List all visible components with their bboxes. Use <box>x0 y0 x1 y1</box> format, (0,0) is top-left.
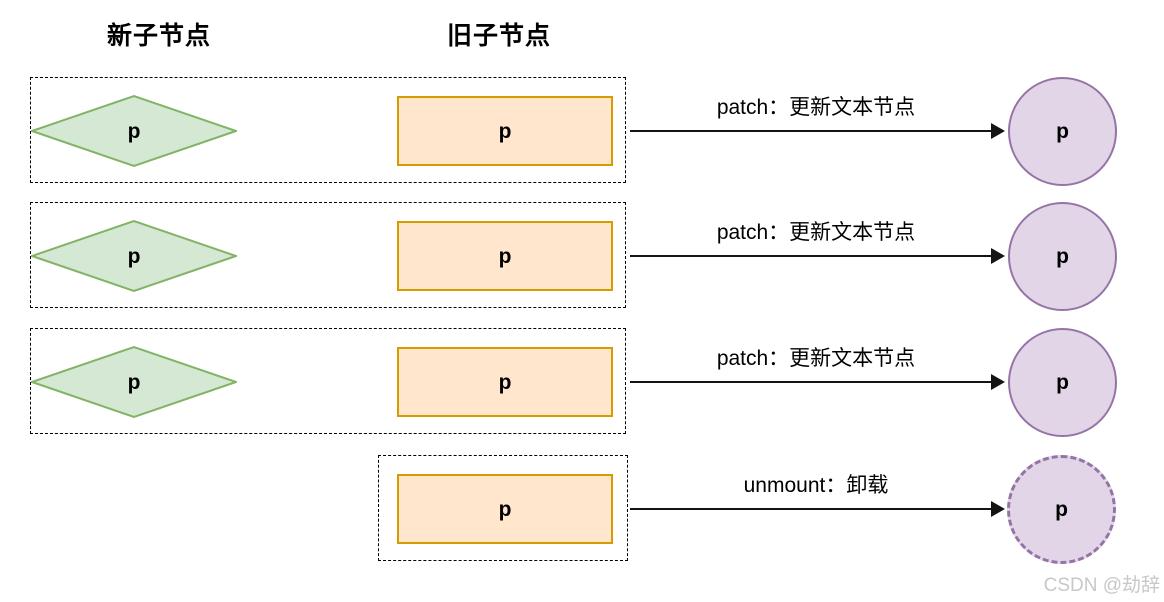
result-node-label: p <box>1055 498 1068 521</box>
new-node-label: p <box>127 119 141 143</box>
patch-arrow <box>630 248 1005 264</box>
old-node-label: p <box>498 497 512 521</box>
node-pair-group-box <box>30 77 626 183</box>
old-child-rect: p <box>397 221 613 291</box>
result-node-label: p <box>1056 120 1069 143</box>
result-node-circle: p <box>1008 77 1117 186</box>
diff-row-4: p unmount：卸载 p <box>0 455 1164 564</box>
new-node-label: p <box>127 244 141 268</box>
unmount-arrow <box>630 501 1005 517</box>
node-pair-group-box <box>30 202 626 308</box>
diff-row-1: p p patch：更新文本节点 p <box>0 77 1164 186</box>
column-header-new-children: 新子节点 <box>107 22 212 50</box>
result-node-label: p <box>1056 371 1069 394</box>
result-node-circle: p <box>1008 202 1117 311</box>
new-node-label: p <box>127 370 141 394</box>
patch-arrow <box>630 374 1005 390</box>
patch-action-label: patch：更新文本节点 <box>716 221 916 244</box>
old-child-rect: p <box>397 347 613 417</box>
old-node-label: p <box>498 370 512 394</box>
old-node-label: p <box>498 119 512 143</box>
result-node-label: p <box>1056 245 1069 268</box>
patch-arrow <box>630 123 1005 139</box>
diff-row-2: p p patch：更新文本节点 p <box>0 202 1164 311</box>
node-group-box <box>378 455 628 561</box>
column-header-old-children: 旧子节点 <box>447 22 552 50</box>
new-child-diamond: p <box>31 219 237 293</box>
new-child-diamond: p <box>31 94 237 168</box>
old-node-label: p <box>498 244 512 268</box>
result-node-circle: p <box>1008 328 1117 437</box>
unmounted-node-circle: p <box>1007 455 1116 564</box>
patch-action-label: patch：更新文本节点 <box>716 96 916 119</box>
node-pair-group-box <box>30 328 626 434</box>
diff-row-3: p p patch：更新文本节点 p <box>0 328 1164 437</box>
patch-action-label: patch：更新文本节点 <box>716 347 916 370</box>
unmount-action-label: unmount：卸载 <box>743 474 889 497</box>
old-child-rect: p <box>397 474 613 544</box>
old-child-rect: p <box>397 96 613 166</box>
watermark: CSDN @劫辞 <box>1043 575 1160 596</box>
new-child-diamond: p <box>31 345 237 419</box>
